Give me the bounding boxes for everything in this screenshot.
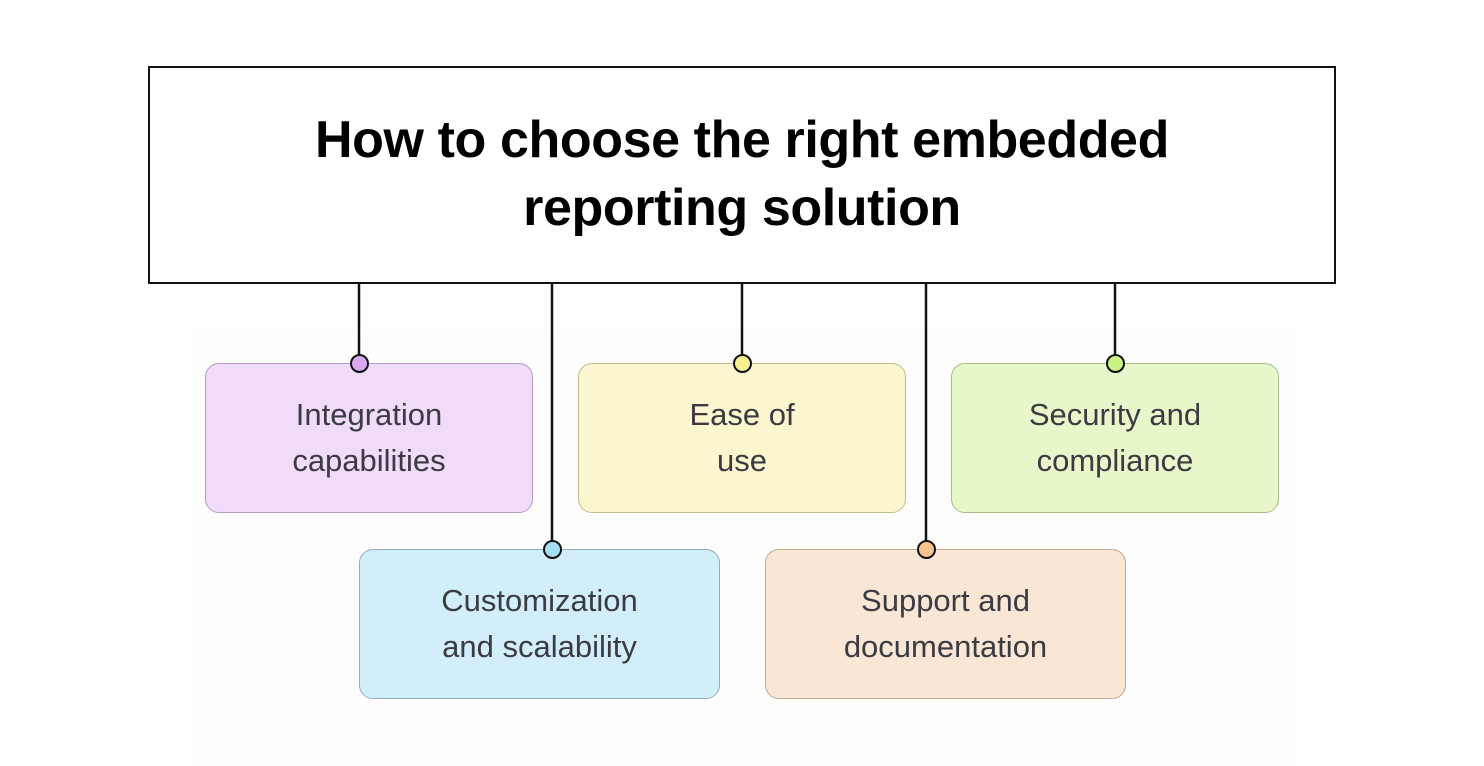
page-title: How to choose the right embedded reporti… (315, 111, 1169, 237)
connector-dot-support-and-documentation (916, 539, 936, 559)
connector-dot-security-and-compliance (1105, 353, 1125, 373)
node-label-security-and-compliance: Security and compliance (1028, 397, 1202, 478)
node-integration-capabilities[interactable]: Integration capabilities (205, 363, 533, 513)
node-label-support-and-documentation: Support and documentation (843, 583, 1048, 664)
node-customization-and-scalability[interactable]: Customization and scalability (359, 549, 720, 699)
node-support-and-documentation[interactable]: Support and documentation (765, 549, 1126, 699)
node-label-integration-capabilities: Integration capabilities (292, 397, 446, 478)
root-node-title-box[interactable]: How to choose the right embedded reporti… (148, 66, 1336, 284)
node-label-ease-of-use: Ease of use (689, 397, 795, 478)
connector-dot-customization-and-scalability (542, 539, 562, 559)
connector-dot-ease-of-use (732, 353, 752, 373)
node-ease-of-use[interactable]: Ease of use (578, 363, 906, 513)
node-label-customization-and-scalability: Customization and scalability (441, 583, 638, 664)
connector-dot-integration-capabilities (349, 353, 369, 373)
node-security-and-compliance[interactable]: Security and compliance (951, 363, 1279, 513)
